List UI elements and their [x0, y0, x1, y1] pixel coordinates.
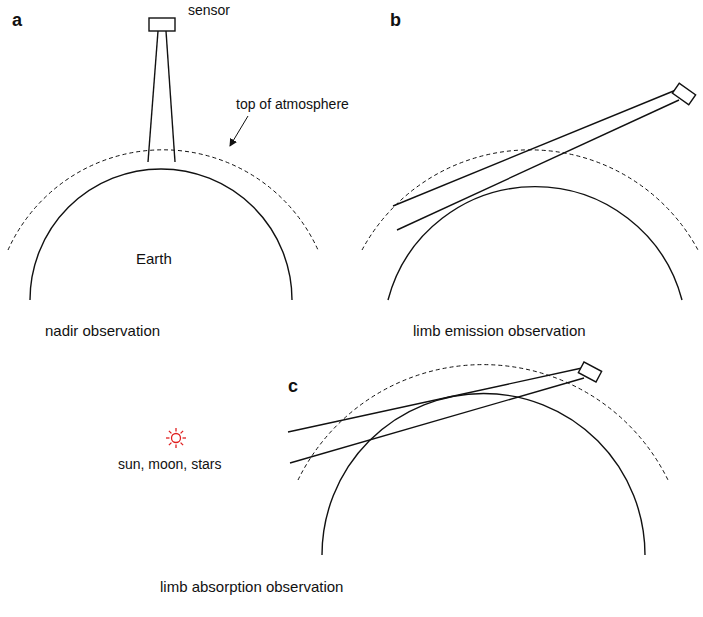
panel-letter: c — [288, 376, 298, 397]
caption-label: nadir observation — [45, 322, 160, 339]
panel-letter: a — [12, 10, 22, 31]
panel-letter: b — [390, 10, 401, 31]
caption-label: limb absorption observation — [160, 578, 343, 595]
earth-label: Earth — [136, 250, 172, 267]
sensor-label: sensor — [188, 2, 230, 18]
callout-label: top of atmosphere — [236, 96, 349, 112]
caption-label: limb emission observation — [413, 322, 586, 339]
source-label: sun, moon, stars — [118, 456, 222, 472]
